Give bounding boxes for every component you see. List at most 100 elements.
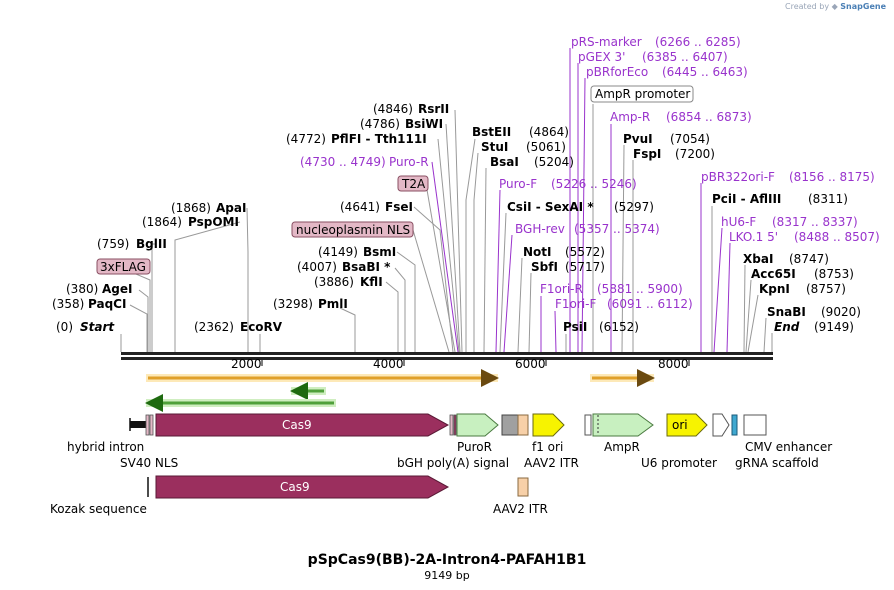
primer-purof-range: (5226 .. 5246): [551, 177, 637, 191]
aav2-itr-box-copy: [517, 477, 529, 497]
enzyme-snabi-pos: (9020): [821, 305, 861, 319]
3xflag-label: 3xFLAG: [100, 260, 146, 274]
connector-kpni: [747, 294, 759, 353]
primer-labels: (4730 .. 4749) Puro-R Puro-F (5226 .. 52…: [300, 35, 880, 311]
enzyme-bsmi-name: BsmI: [363, 245, 396, 259]
primer-ampr-name: Amp-R: [610, 110, 650, 124]
connector-stui: [473, 152, 479, 352]
enzyme-bsai-name: BsaI: [490, 155, 519, 169]
enzyme-apai-name: ApaI: [216, 201, 246, 215]
enzyme-kfli-name: KflI: [360, 275, 383, 289]
enzyme-bsiwi-name: BsiWI: [405, 117, 443, 131]
primer-f1orif-name: F1ori-F: [555, 297, 596, 311]
enzyme-stui-pos: (5061): [526, 140, 566, 154]
hybrid-intron-bar: [130, 421, 146, 428]
enzyme-paqci-pos: (358): [52, 297, 84, 311]
primer-pbrforeco-name: pBRforEco: [586, 65, 648, 79]
enzyme-acc65i-name: Acc65I: [751, 267, 796, 281]
orf-arrows: [145, 369, 655, 412]
sv40-nls-bar: [145, 414, 150, 436]
t2a-box: [397, 175, 429, 192]
created-by-text: Created by: [785, 2, 830, 11]
enzyme-bsai-pos: (5204): [534, 155, 574, 169]
connector-pvui: [621, 144, 625, 353]
cmv-enhancer-box: [743, 414, 767, 436]
enzyme-labels: (0) Start (358) PaqCI (380) AgeI (759) B…: [52, 102, 861, 334]
enzyme-bglii-pos: (759): [97, 237, 129, 251]
enzyme-end-pos: (9149): [814, 320, 854, 334]
connector-paqci: [129, 304, 148, 352]
enzyme-ecorv-name: EcoRV: [240, 320, 283, 334]
primer-pgex-range: (6385 .. 6407): [642, 50, 728, 64]
enzyme-pflfi-pos: (4772): [286, 132, 326, 146]
enzyme-fsei-name: FseI: [385, 200, 413, 214]
connector-f1orif: [554, 310, 557, 353]
enzyme-acc65i-pos: (8753): [814, 267, 854, 281]
plasmid-length: 9149 bp: [424, 569, 469, 582]
primer-lko-name: LKO.1 5': [729, 230, 778, 244]
puror-arrow: [456, 413, 499, 437]
ori-label: ori: [672, 418, 688, 432]
connector-t2a: [425, 183, 456, 353]
cas9-arrow: [155, 413, 450, 437]
plasmid-name: pSpCas9(BB)-2A-Intron4-PAFAH1B1: [308, 552, 587, 568]
enzyme-start-name: Start: [80, 320, 115, 334]
boxed-feature-labels: 3xFLAG nucleoplasmin NLS T2A AmpR promot…: [96, 85, 694, 275]
feature-labels: hybrid intron SV40 NLS PuroR bGH poly(A)…: [67, 440, 832, 470]
enzyme-pcii-pos: (8311): [808, 192, 848, 206]
enzyme-pvui-name: PvuI: [623, 132, 653, 146]
primer-f1orif-range: (6091 .. 6112): [607, 297, 693, 311]
enzyme-csii-name: CsiI - SexAI *: [507, 200, 594, 214]
primer-purof-name: Puro-F: [499, 177, 537, 191]
enzyme-end-name: End: [774, 320, 800, 334]
enzyme-noti-pos: (5572): [565, 245, 605, 259]
kozak-label: Kozak sequence: [50, 502, 147, 516]
enzyme-pcii-name: PciI - AflIII: [712, 192, 781, 206]
connector-csii: [499, 212, 507, 353]
enzyme-rsrii-pos: (4846): [373, 102, 413, 116]
map-title: pSpCas9(BB)-2A-Intron4-PAFAH1B1 9149 bp: [308, 552, 587, 582]
connector-sbfi: [528, 272, 532, 353]
connector-pspomi: [174, 221, 241, 352]
enzyme-kfli-pos: (3886): [314, 275, 354, 289]
primer-pbr322-name: pBR322ori-F: [701, 170, 775, 184]
primer-puror-range: (4730 .. 4749): [300, 155, 386, 169]
primer-ampr-range: (6854 .. 6873): [666, 110, 752, 124]
enzyme-bsabi-name: BsaBI *: [342, 260, 391, 274]
cas9-label: Cas9: [282, 418, 312, 432]
enzyme-fsei-pos: (4641): [340, 200, 380, 214]
cas9-arrow-copy: [155, 475, 450, 499]
connector-hu6f: [713, 227, 723, 353]
backbone-top-line: [121, 352, 773, 355]
bgh-polya-label: bGH poly(A) signal: [397, 456, 509, 470]
enzyme-bsteii-name: BstEII: [472, 125, 511, 139]
t2a-bar: [453, 414, 457, 436]
enzyme-bsteii-pos: (4864): [529, 125, 569, 139]
cas9-copy-label: Cas9: [280, 480, 310, 494]
connector-bglii: [151, 243, 155, 352]
primer-f1orir-name: F1ori-R: [540, 282, 583, 296]
nls-box: [291, 221, 414, 238]
connector-fsei: [413, 206, 454, 353]
cmv-enhancer-label: CMV enhancer: [745, 440, 832, 454]
sv40-nls-label: SV40 NLS: [120, 456, 178, 470]
enzyme-fspi-name: FspI: [633, 147, 661, 161]
enzyme-bsmi-pos: (4149): [318, 245, 358, 259]
enzyme-noti-name: NotI: [523, 245, 552, 259]
connector-bsabi: [394, 267, 406, 352]
connector-purof: [495, 189, 501, 353]
primer-prs-range: (6266 .. 6285): [655, 35, 741, 49]
connector-bsmi: [396, 251, 416, 352]
bgh-polya-box: [501, 414, 519, 436]
puror-label: PuroR: [457, 440, 492, 454]
connector-bsiwi: [445, 123, 461, 353]
enzyme-pspomi-pos: (1864): [142, 215, 182, 229]
grna-scaffold-label: gRNA scaffold: [735, 456, 819, 470]
connector-kfli: [385, 281, 399, 352]
ori-arrow: [666, 413, 708, 437]
connector-puror-primer: [431, 161, 459, 353]
aav2-itr-box: [517, 414, 529, 436]
connector-apai: [246, 207, 249, 352]
brand-name: SnapGene: [840, 2, 886, 11]
enzyme-paqci-name: PaqCI: [88, 297, 126, 311]
